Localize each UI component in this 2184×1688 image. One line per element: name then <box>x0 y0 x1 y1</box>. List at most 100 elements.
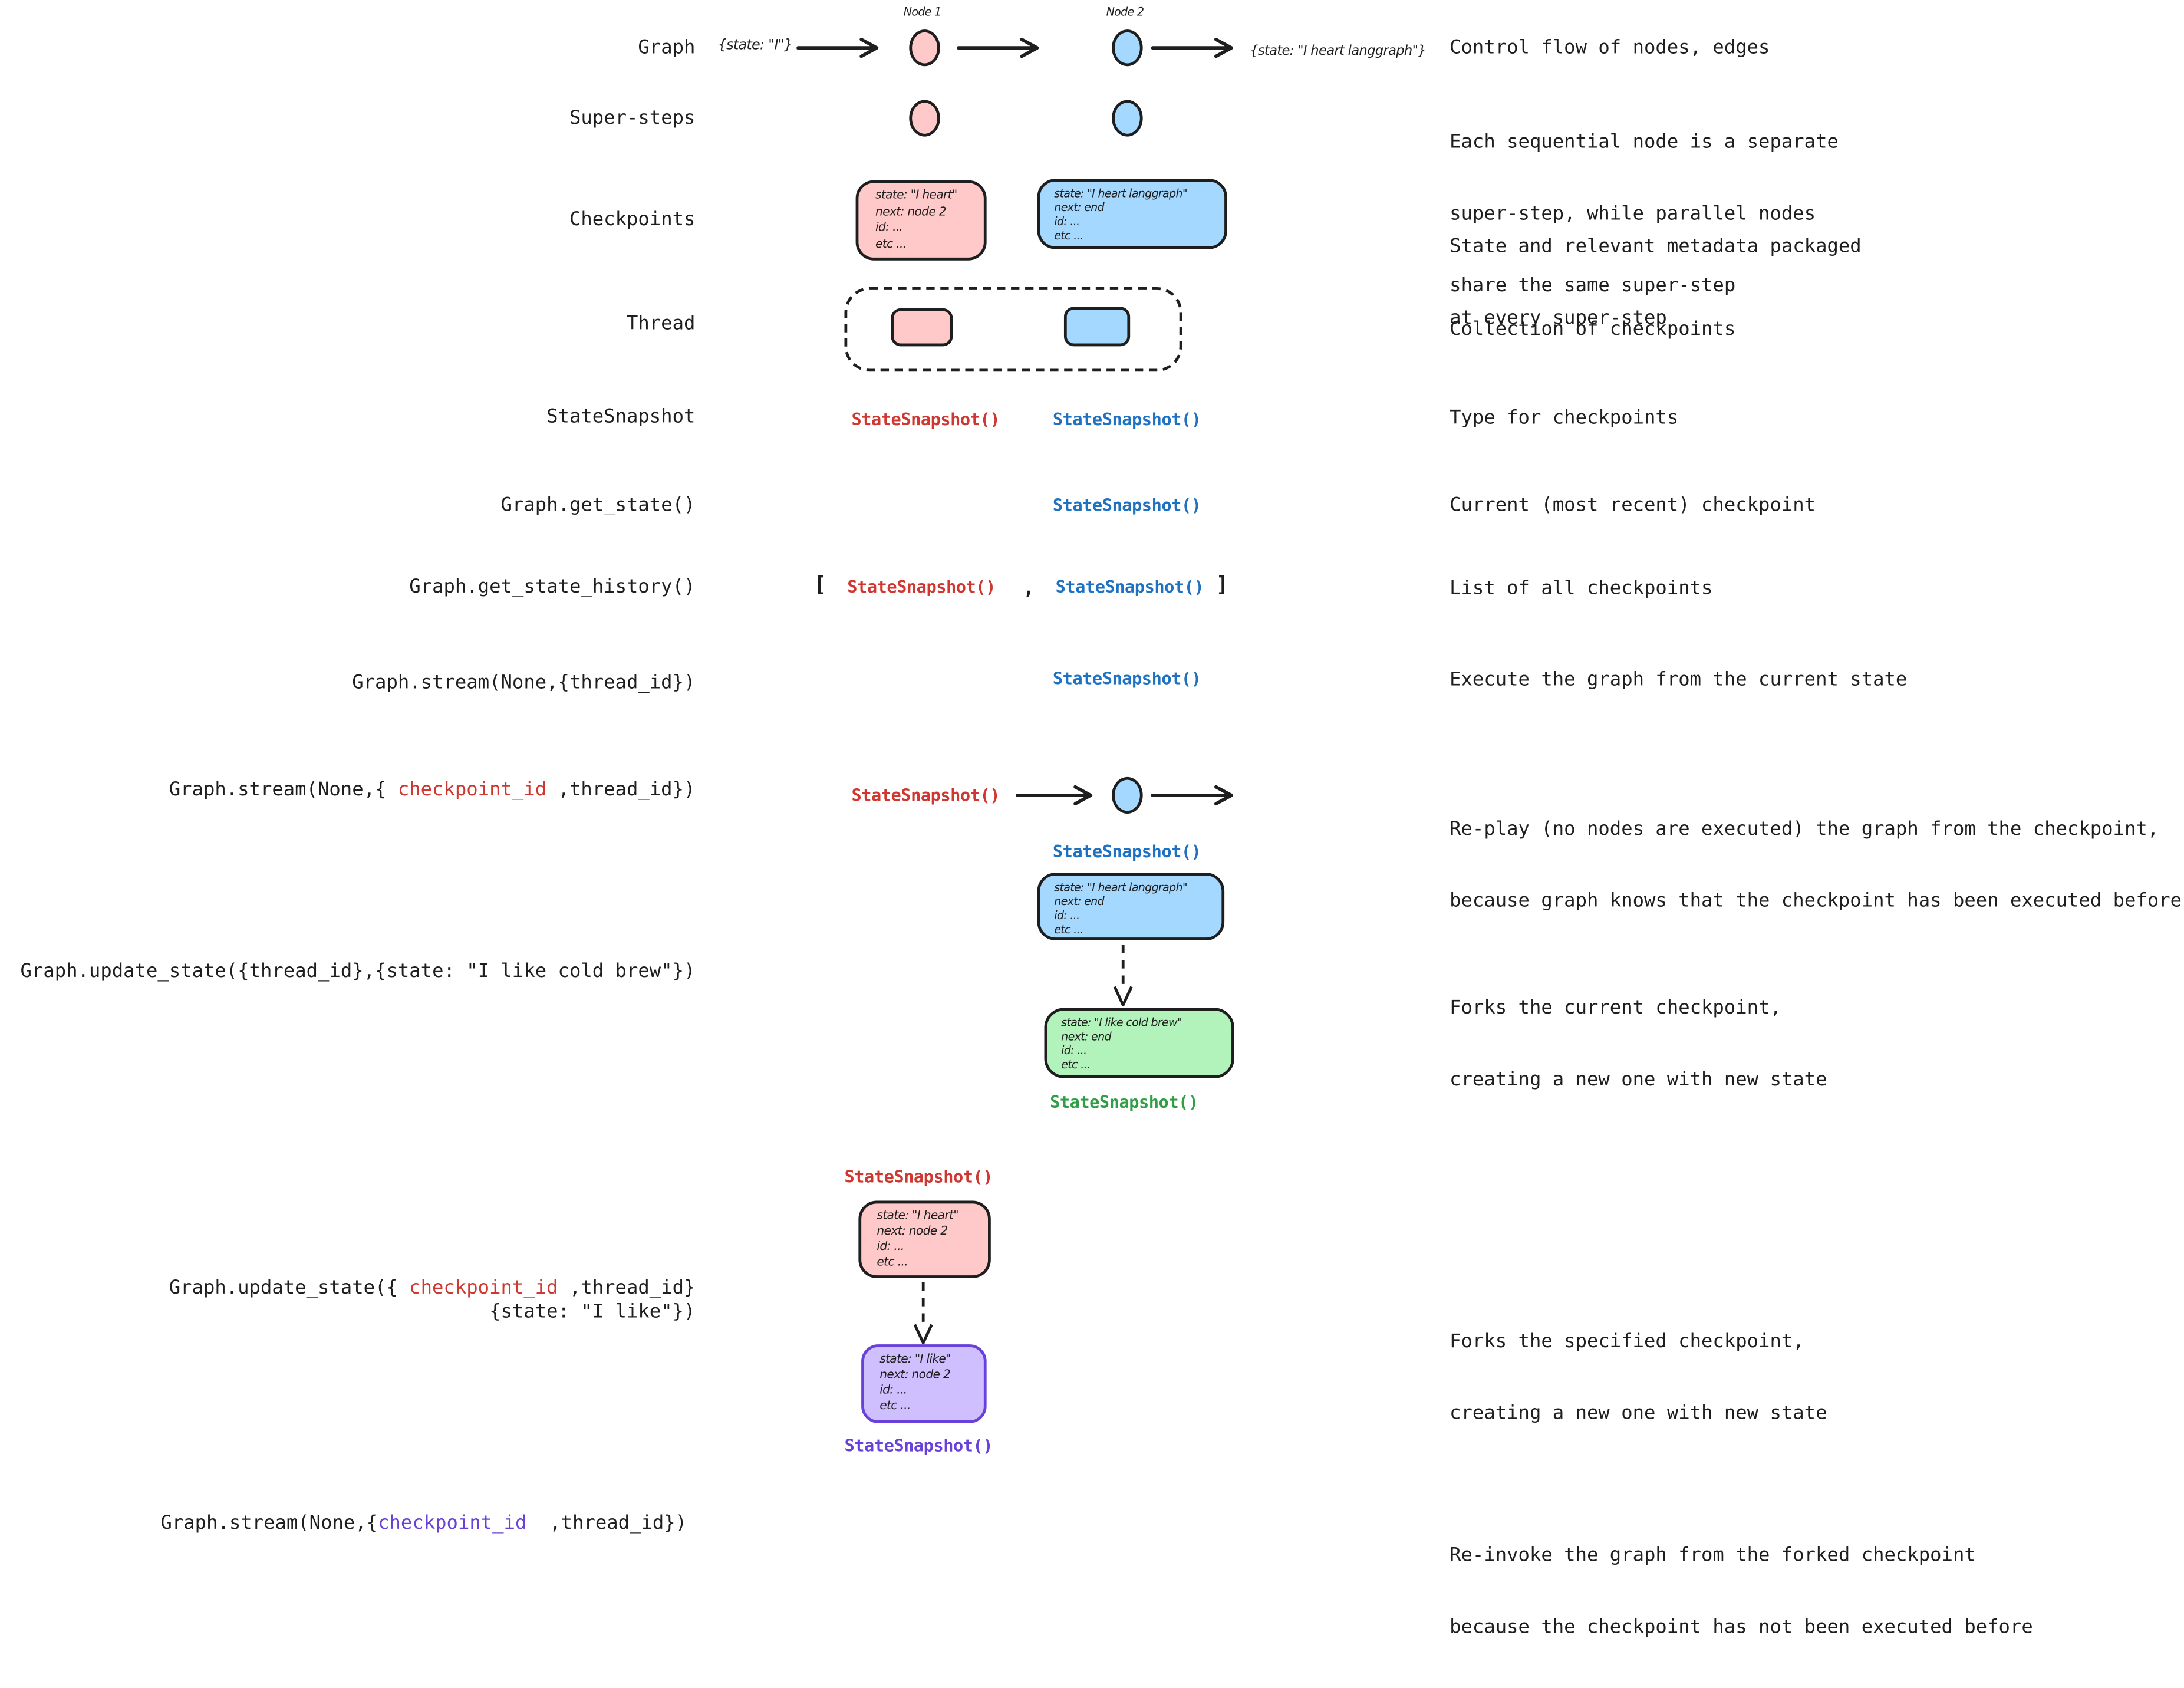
row-checkpoints-label: Checkpoints <box>569 208 696 231</box>
arrow-right-icon <box>796 37 879 58</box>
superstep-node1-circle <box>909 100 940 137</box>
desc-line: creating a new one with new state <box>1450 1068 1827 1091</box>
getstate-snapshot-blue: StateSnapshot() <box>1052 495 1201 515</box>
box-line: next: end <box>1054 895 1104 908</box>
box-line: id: ... <box>1054 215 1080 228</box>
statesnapshot-red: StateSnapshot() <box>851 409 1000 430</box>
checkpoint-id-highlight: checkpoint_id <box>378 1512 527 1535</box>
graph-input-state: {state: "I"} <box>717 38 793 54</box>
row-update-specified-label-line2: {state: "I like"}) <box>489 1301 696 1324</box>
desc-line: because graph knows that the checkpoint … <box>1450 889 2182 913</box>
dashed-arrow-down-icon <box>913 1282 933 1345</box>
row-getstate-label: Graph.get_state() <box>500 494 696 517</box>
graph-output-state: {state: "I heart langgraph"} <box>1250 44 1427 60</box>
stream-thread-snapshot-blue: StateSnapshot() <box>1052 669 1201 689</box>
row-history-desc: List of all checkpoints <box>1450 577 1713 600</box>
arrow-right-icon <box>1151 37 1233 58</box>
box-line: id: ... <box>1061 1044 1087 1058</box>
fork-specified-box-purple: state: "I like" next: node 2 id: ... etc… <box>861 1344 987 1423</box>
box-line: id: ... <box>875 221 903 235</box>
label-prefix: Graph.stream(None,{ <box>160 1512 378 1535</box>
box-line: state: "I heart langgraph" <box>1054 187 1187 200</box>
label-suffix: ,thread_id}) <box>526 1512 687 1535</box>
row-update-current-desc: Forks the current checkpoint, creating a… <box>1450 949 1827 1140</box>
box-line: state: "I like cold brew" <box>1061 1016 1182 1029</box>
box-line: id: ... <box>877 1240 904 1255</box>
box-line: state: "I heart" <box>877 1209 958 1223</box>
desc-line: Re-play (no nodes are executed) the grap… <box>1450 818 2159 841</box>
desc-line: creating a new one with new state <box>1450 1401 1827 1425</box>
arrow-right-icon <box>1016 785 1093 806</box>
history-snapshot-blue: StateSnapshot() <box>1055 577 1204 597</box>
checkpoint-id-highlight: checkpoint_id <box>409 1276 558 1299</box>
label-prefix: Graph.update_state({ <box>169 1276 410 1299</box>
checkpoint-box-blue: state: "I heart langgraph" next: end id:… <box>1037 179 1227 249</box>
box-line: etc ... <box>875 237 907 252</box>
row-stream-checkpoint-desc: Re-play (no nodes are executed) the grap… <box>1450 770 2182 962</box>
box-text: state: "I heart" next: node 2 id: ... et… <box>861 1203 988 1271</box>
node1-circle <box>909 29 940 67</box>
row-stream-forked-desc: Re-invoke the graph from the forked chec… <box>1450 1496 2033 1688</box>
thread-dashed-container <box>844 287 1182 372</box>
box-line: id: ... <box>1054 909 1080 922</box>
box-line: etc ... <box>1061 1058 1091 1071</box>
box-text: state: "I heart langgraph" next: end id:… <box>1040 876 1221 937</box>
row-history-label: Graph.get_state_history() <box>409 575 696 598</box>
label-suffix: ,thread_id} <box>558 1276 696 1299</box>
box-line: state: "I heart" <box>875 188 957 203</box>
box-line: next: node 2 <box>879 1368 951 1383</box>
row-graph-desc: Control flow of nodes, edges <box>1450 37 1770 60</box>
box-line: next: end <box>1061 1030 1111 1044</box>
box-line: id: ... <box>879 1383 907 1398</box>
row-update-specified-desc: Forks the specified checkpoint, creating… <box>1450 1282 1827 1474</box>
box-line: state: "I heart langgraph" <box>1054 881 1187 894</box>
desc-line: at every super-step <box>1450 307 1667 330</box>
row-statesnapshot-desc: Type for checkpoints <box>1450 406 1679 430</box>
label-prefix: Graph.stream(None,{ <box>169 778 398 801</box>
desc-line: Re-invoke the graph from the forked chec… <box>1450 1544 1976 1567</box>
row-stream-thread-label: Graph.stream(None,{thread_id}) <box>352 671 696 695</box>
row-getstate-desc: Current (most recent) checkpoint <box>1450 494 1816 517</box>
box-text: state: "I like cold brew" next: end id: … <box>1047 1011 1231 1072</box>
box-text: state: "I heart" next: node 2 id: ... et… <box>858 183 983 253</box>
desc-line: super-step, while parallel nodes <box>1450 202 1816 225</box>
row-thread-label: Thread <box>626 312 696 335</box>
row-thread-desc: Collection of checkpoints <box>1450 318 1736 341</box>
superstep-node2-circle <box>1112 100 1143 137</box>
checkpoint-id-highlight: checkpoint_id <box>397 778 547 801</box>
box-line: next: end <box>1054 201 1104 214</box>
thread-checkpoint-pink <box>891 308 953 347</box>
row-stream-thread-desc: Execute the graph from the current state <box>1450 669 1908 692</box>
box-line: etc ... <box>877 1255 908 1270</box>
node1-label: Node 1 <box>903 5 941 19</box>
desc-line: share the same super-step <box>1450 274 1736 297</box>
arrow-right-icon <box>1151 785 1233 806</box>
desc-line: State and relevant metadata packaged <box>1450 235 1862 258</box>
row-supersteps-label: Super-steps <box>569 107 696 130</box>
history-comma: , <box>1023 577 1035 600</box>
checkpoint-box-pink: state: "I heart" next: node 2 id: ... et… <box>855 180 987 261</box>
fork-specified-snapshot-red: StateSnapshot() <box>844 1167 993 1187</box>
row-update-specified-label-line1: Graph.update_state({ checkpoint_id ,thre… <box>0 1276 696 1299</box>
row-statesnapshot-label: StateSnapshot <box>546 405 696 428</box>
row-graph-label: Graph <box>638 37 696 60</box>
box-line: etc ... <box>1054 229 1083 242</box>
row-supersteps-desc: Each sequential node is a separate super… <box>1450 83 1839 346</box>
desc-line: Forks the current checkpoint, <box>1450 996 1781 1019</box>
fork-current-box-green: state: "I like cold brew" next: end id: … <box>1044 1008 1234 1078</box>
thread-checkpoint-blue <box>1063 307 1131 347</box>
box-line: state: "I like" <box>879 1353 951 1367</box>
fork-current-snapshot-blue: StateSnapshot() <box>1052 841 1201 862</box>
desc-line: because the checkpoint has not been exec… <box>1450 1615 2033 1639</box>
node2-circle <box>1112 29 1143 67</box>
node2-label: Node 2 <box>1106 5 1144 19</box>
replay-snapshot-red: StateSnapshot() <box>851 785 1000 805</box>
bracket-left: [ <box>813 571 826 597</box>
label-suffix: ,thread_id}) <box>546 778 696 801</box>
bracket-right: ] <box>1215 571 1229 597</box>
box-line: next: node 2 <box>877 1225 948 1239</box>
box-line: etc ... <box>879 1399 911 1414</box>
diagram-canvas: Graph {state: "I"} Node 1 Node 2 {state:… <box>0 5 2182 1639</box>
arrow-right-icon <box>957 37 1039 58</box>
fork-specified-box-pink: state: "I heart" next: node 2 id: ... et… <box>858 1200 991 1278</box>
